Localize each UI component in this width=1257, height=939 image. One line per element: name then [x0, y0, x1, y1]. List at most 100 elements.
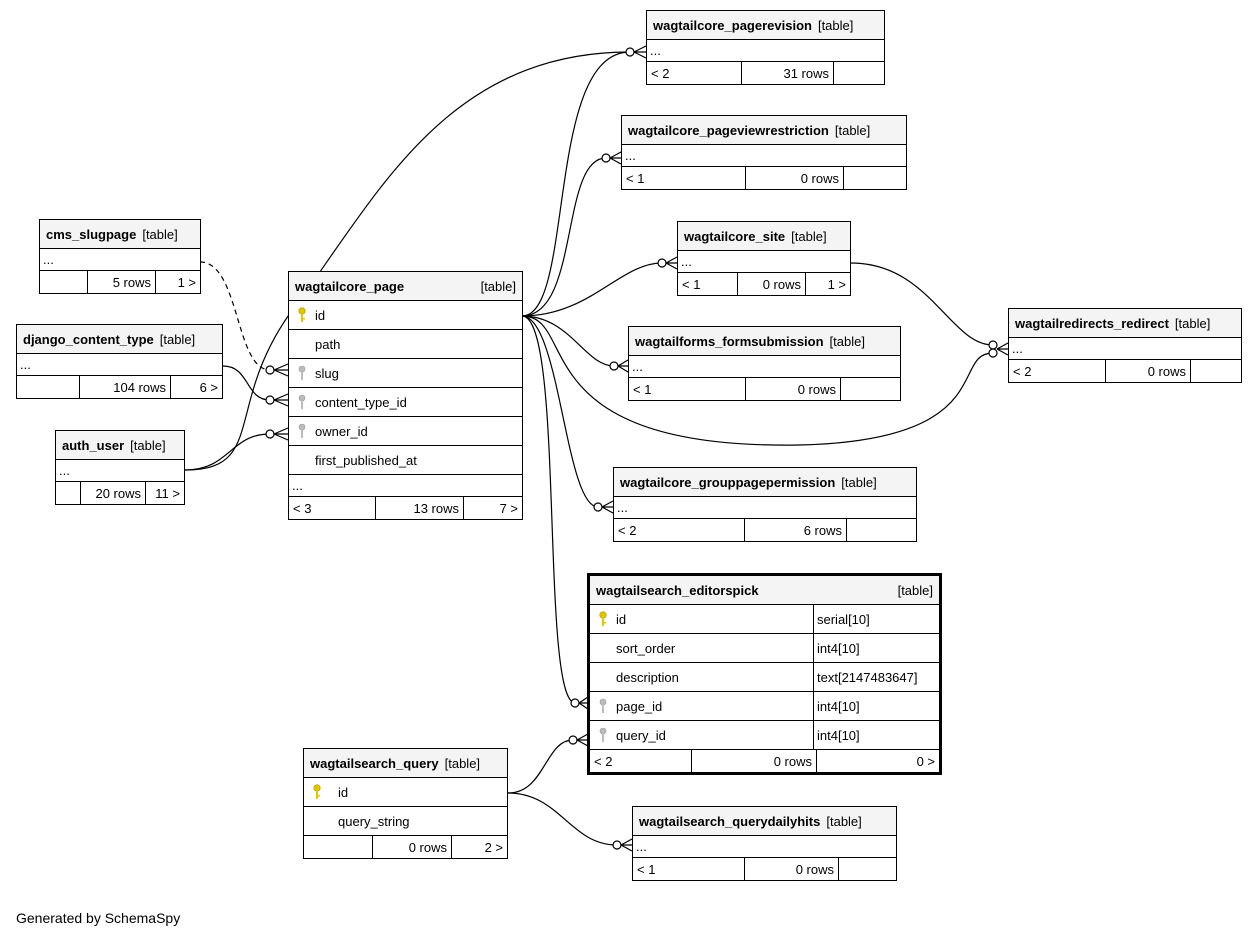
row-count: 13 rows	[376, 497, 464, 519]
parents-count[interactable]	[304, 836, 373, 858]
children-count[interactable]	[1191, 360, 1241, 382]
more-columns: ...	[633, 836, 896, 858]
table-header: wagtailcore_grouppagepermission[table]	[614, 468, 916, 497]
edge-page-site	[521, 262, 663, 317]
row-count: 20 rows	[81, 482, 146, 504]
foreign-key-icon	[289, 423, 315, 439]
table-footer: < 1 0 rows	[622, 167, 906, 189]
parents-count[interactable]: < 1	[629, 378, 746, 400]
table-wagtailcore-site[interactable]: wagtailcore_site[table] ... < 1 0 rows 1…	[677, 221, 851, 296]
parents-count[interactable]	[17, 376, 80, 398]
more-columns: ...	[629, 356, 900, 378]
children-count[interactable]	[844, 167, 906, 189]
column-row[interactable]: path	[289, 330, 522, 359]
table-footer: < 1 0 rows	[629, 378, 900, 400]
column-row[interactable]: owner_id	[289, 417, 522, 446]
edge-page-grouppagepermission	[521, 315, 599, 508]
table-wagtailredirects-redirect[interactable]: wagtailredirects_redirect[table] ... < 2…	[1008, 308, 1242, 383]
children-count[interactable]: 1 >	[827, 276, 846, 292]
table-wagtailforms-formsubmission[interactable]: wagtailforms_formsubmission[table] ... <…	[628, 326, 901, 401]
primary-key-icon	[289, 307, 315, 323]
table-wagtailsearch-querydailyhits[interactable]: wagtailsearch_querydailyhits[table] ... …	[632, 806, 897, 881]
parents-count[interactable]: < 2	[647, 62, 742, 84]
parents-count[interactable]: < 1	[678, 273, 738, 295]
parents-count[interactable]: < 2	[614, 519, 745, 541]
row-count: 0 rows	[1106, 360, 1191, 382]
children-count[interactable]	[847, 519, 916, 541]
column-row[interactable]: query_string	[304, 807, 507, 836]
table-header: django_content_type[table]	[17, 325, 222, 354]
column-row[interactable]: id	[304, 778, 507, 807]
column-row[interactable]: page_id int4[10]	[590, 692, 939, 721]
row-count: 0 rows	[373, 836, 452, 858]
table-header: wagtailcore_page[table]	[289, 272, 522, 301]
edge-page-pagerevision	[521, 51, 631, 317]
parents-count[interactable]: < 2	[590, 750, 692, 772]
table-header: auth_user[table]	[56, 431, 184, 460]
column-row[interactable]: sort_order int4[10]	[590, 634, 939, 663]
children-count[interactable]: 1 >	[177, 274, 196, 290]
column-row[interactable]: first_published_at	[289, 446, 522, 475]
table-footer: 5 rows 1 >	[40, 271, 200, 293]
row-count: 6 rows	[745, 519, 847, 541]
children-count[interactable]: 7 >	[499, 500, 518, 516]
table-footer: < 3 13 rows 7 >	[289, 497, 522, 519]
column-row[interactable]: content_type_id	[289, 388, 522, 417]
more-columns: ...	[289, 475, 522, 497]
column-row[interactable]: query_id int4[10]	[590, 721, 939, 750]
zero-marker	[625, 47, 635, 57]
table-cms-slugpage[interactable]: cms_slugpage[table] ... 5 rows 1 >	[39, 219, 201, 294]
primary-key-icon	[304, 784, 330, 800]
foreign-key-icon	[289, 365, 315, 381]
parents-count[interactable]	[56, 482, 81, 504]
row-count: 0 rows	[692, 750, 817, 772]
table-django-content-type[interactable]: django_content_type[table] ... 104 rows …	[16, 324, 223, 399]
row-count: 0 rows	[745, 858, 839, 880]
parents-count[interactable]: < 1	[633, 858, 745, 880]
table-header: cms_slugpage[table]	[40, 220, 200, 249]
table-header: wagtailsearch_querydailyhits[table]	[633, 807, 896, 836]
table-wagtailcore-page[interactable]: wagtailcore_page[table] id path slug con…	[288, 271, 523, 520]
table-wagtailcore-pageviewrestriction[interactable]: wagtailcore_pageviewrestriction[table] .…	[621, 115, 907, 190]
column-row[interactable]: description text[2147483647]	[590, 663, 939, 692]
children-count[interactable]	[839, 858, 896, 880]
parents-count[interactable]	[40, 271, 88, 293]
column-row[interactable]: id serial[10]	[590, 605, 939, 634]
row-count: 104 rows	[80, 376, 171, 398]
more-columns: ...	[614, 497, 916, 519]
children-count[interactable]: 2 >	[484, 839, 503, 855]
more-columns: ...	[40, 249, 200, 271]
parents-count[interactable]: < 1	[622, 167, 746, 189]
more-columns: ...	[56, 460, 184, 482]
foreign-key-icon	[289, 394, 315, 410]
children-count[interactable]	[834, 62, 884, 84]
table-header: wagtailredirects_redirect[table]	[1009, 309, 1241, 338]
parents-count[interactable]: < 3	[289, 497, 376, 519]
table-auth-user[interactable]: auth_user[table] ... 20 rows 11 >	[55, 430, 185, 505]
edge-page-pageviewrestriction	[521, 157, 607, 317]
table-wagtailsearch-editorspick[interactable]: wagtailsearch_editorspick[table] id seri…	[587, 573, 942, 775]
row-count: 0 rows	[738, 273, 806, 295]
column-row[interactable]: id	[289, 301, 522, 330]
column-row[interactable]: slug	[289, 359, 522, 388]
children-count[interactable]: 0 >	[916, 753, 935, 769]
children-count[interactable]: 6 >	[199, 379, 218, 395]
children-count[interactable]	[841, 378, 900, 400]
table-wagtailcore-pagerevision[interactable]: wagtailcore_pagerevision[table] ... < 2 …	[646, 10, 885, 85]
table-footer: < 2 6 rows	[614, 519, 916, 541]
more-columns: ...	[17, 354, 222, 376]
edge-contenttype-page	[222, 365, 271, 401]
row-count: 31 rows	[742, 62, 834, 84]
more-columns: ...	[622, 145, 906, 167]
table-footer: < 2 0 rows 0 >	[590, 750, 939, 772]
table-wagtailcore-grouppagepermission[interactable]: wagtailcore_grouppagepermission[table] .…	[613, 467, 917, 542]
table-header: wagtailsearch_editorspick[table]	[590, 576, 939, 605]
parents-count[interactable]: < 2	[1009, 360, 1106, 382]
generated-by-footer: Generated by SchemaSpy	[16, 910, 181, 926]
foreign-key-icon	[590, 698, 616, 714]
table-wagtailsearch-query[interactable]: wagtailsearch_query[table] id query_stri…	[303, 748, 508, 859]
edge-page-formsubmission	[521, 315, 615, 367]
children-count[interactable]: 11 >	[155, 485, 180, 501]
table-footer: < 2 31 rows	[647, 62, 884, 84]
table-header: wagtailcore_pageviewrestriction[table]	[622, 116, 906, 145]
